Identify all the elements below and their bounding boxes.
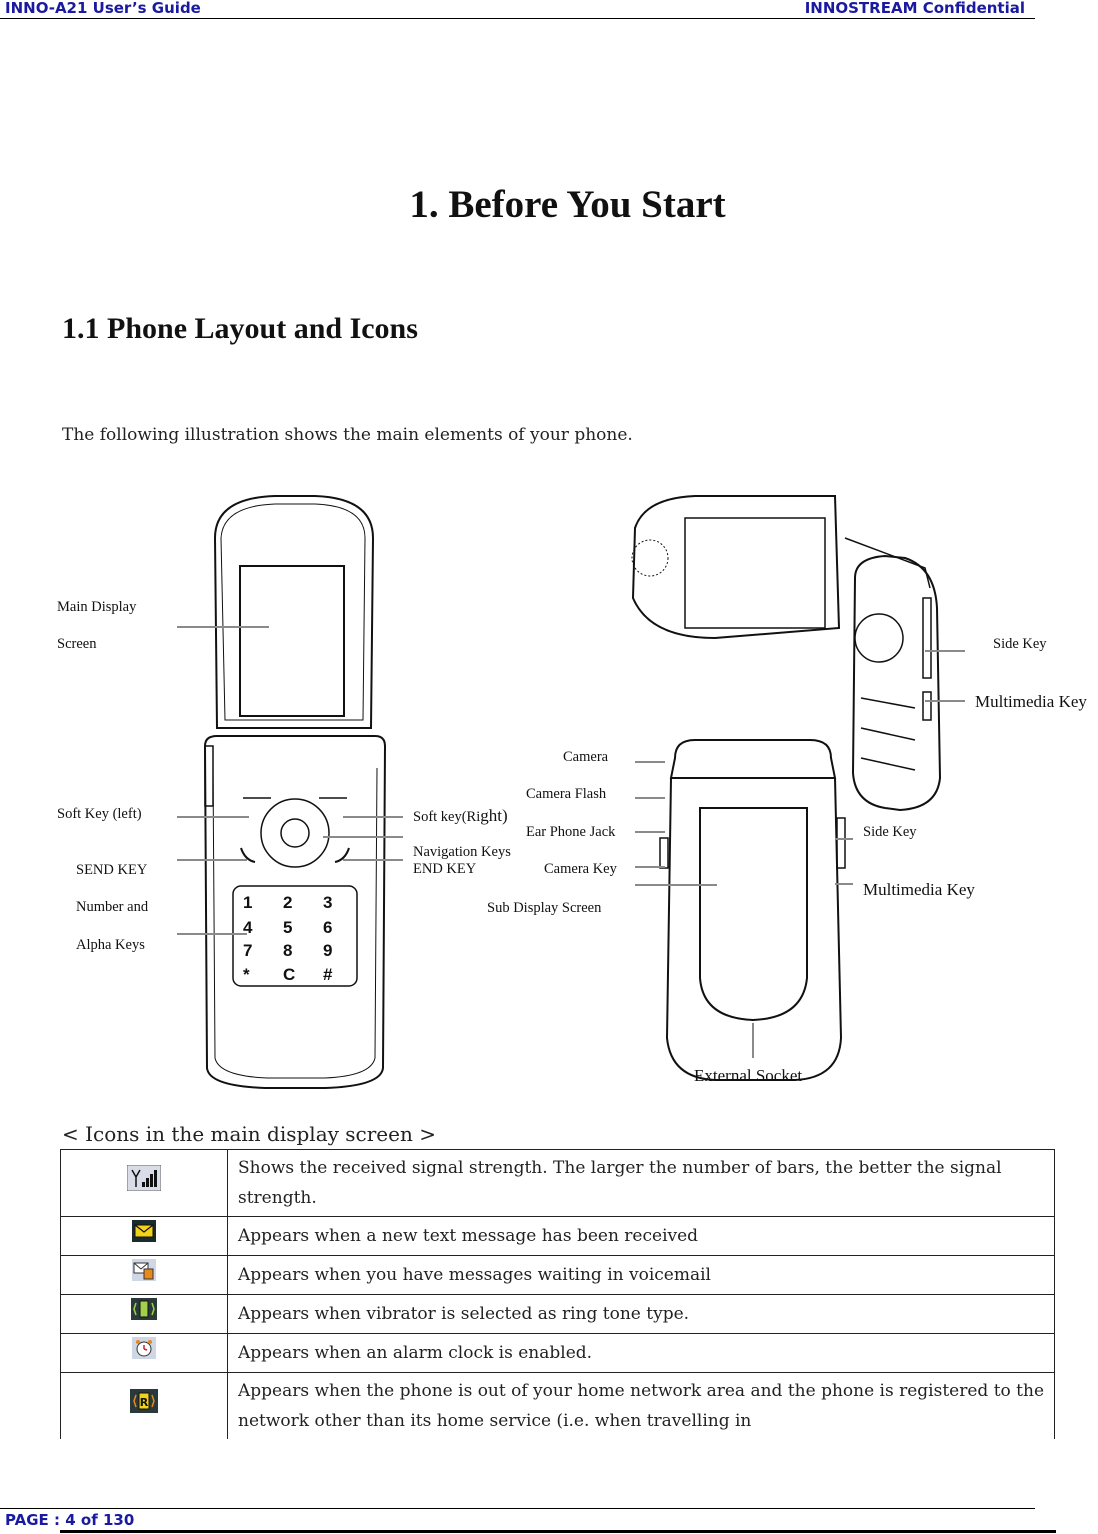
sub-display-screen: [699, 807, 808, 1022]
roaming-icon: R: [130, 1389, 158, 1413]
icons-table: Shows the received signal strength. The …: [60, 1149, 1055, 1439]
leader-line: [343, 859, 403, 861]
keypad-key: 4: [243, 918, 253, 937]
table-row: R Appears when the phone is out of your …: [60, 1372, 1055, 1439]
leader-line: [835, 883, 853, 885]
new-message-icon: [132, 1220, 156, 1242]
label-camera: Camera: [563, 749, 609, 765]
leader-line: [635, 866, 665, 868]
swivel-phone-body: [851, 554, 942, 812]
leader-line: [177, 816, 249, 818]
signal-strength-icon: [126, 1164, 162, 1192]
keypad-key: 7: [243, 941, 252, 960]
phone-drawings: 1 2 3 4 5 6 7 8 9 * C #: [203, 495, 942, 1089]
intro-text: The following illustration shows the mai…: [62, 425, 633, 445]
vibrate-icon: [131, 1298, 157, 1320]
label-multimedia-key-top: Multimedia Key: [975, 692, 1087, 711]
swivel-display: [684, 517, 826, 629]
table-row: Appears when you have messages waiting i…: [60, 1255, 1055, 1295]
chapter-title: 1. Before You Start: [409, 183, 726, 226]
label-ear-phone-jack: Ear Phone Jack: [526, 824, 616, 840]
label-soft-key-right: Soft key(Right): [413, 806, 508, 825]
phone-layout-figure: 1 2 3 4 5 6 7 8 9 * C #: [155, 478, 1040, 1093]
svg-text:R: R: [140, 1396, 149, 1409]
section-title: 1.1 Phone Layout and Icons: [62, 312, 418, 345]
leader-line: [177, 933, 247, 935]
label-external-socket: External Socket: [694, 1066, 803, 1085]
alarm-clock-icon: [132, 1337, 156, 1359]
page-header: INNO-A21 User’s Guide INNOSTREAM Confide…: [0, 0, 1035, 19]
keypad-key: *: [243, 965, 250, 984]
label-soft-key-left: Soft Key (left): [57, 806, 142, 822]
leader-line: [752, 1023, 754, 1058]
leader-line: [925, 700, 965, 702]
table-row: Appears when a new text message has been…: [60, 1216, 1055, 1256]
label-send-key: SEND KEY: [76, 862, 148, 878]
label-navigation-keys: Navigation Keys: [413, 844, 511, 860]
keypad-key: 9: [323, 941, 332, 960]
leader-line: [835, 838, 853, 840]
icon-description: Appears when vibrator is selected as rin…: [227, 1294, 1055, 1334]
table-row: Appears when vibrator is selected as rin…: [60, 1294, 1055, 1334]
icon-description: Appears when an alarm clock is enabled.: [227, 1333, 1055, 1373]
icon-description: Shows the received signal strength. The …: [227, 1149, 1055, 1217]
keypad-key: 8: [283, 941, 292, 960]
leader-line: [177, 626, 269, 628]
keypad-key: 2: [283, 893, 292, 912]
label-sub-display: Sub Display Screen: [487, 900, 602, 916]
label-main-display-screen: Screen: [57, 636, 97, 652]
keypad-key: 5: [283, 918, 292, 937]
label-camera-key: Camera Key: [544, 861, 617, 877]
leader-line: [635, 797, 665, 799]
table-row: Shows the received signal strength. The …: [60, 1149, 1055, 1217]
keypad-key: C: [283, 965, 295, 984]
leader-line: [635, 884, 717, 886]
voicemail-icon: [132, 1259, 156, 1281]
footer-rule-thick: [60, 1530, 1056, 1533]
main-display-screen: [239, 565, 345, 717]
open-phone-base: [203, 735, 387, 1089]
keypad-key: 1: [243, 893, 252, 912]
label-multimedia-key: Multimedia Key: [863, 880, 975, 899]
footer-rule: [0, 1508, 1035, 1509]
label-number-keys: Number and: [76, 899, 149, 915]
keypad-key: 6: [323, 918, 332, 937]
leader-line: [635, 761, 665, 763]
label-side-key: Side Key: [863, 824, 917, 840]
label-end-key: END KEY: [413, 861, 477, 877]
label-alpha-keys: Alpha Keys: [76, 937, 145, 953]
keypad: [232, 885, 358, 987]
header-doc-title: INNO-A21 User’s Guide: [5, 0, 201, 17]
closed-phone-body: [665, 777, 843, 1081]
page-number: PAGE : 4 of 130: [5, 1511, 135, 1529]
swivel-screen-lid: [631, 495, 841, 640]
header-confidential: INNOSTREAM Confidential: [804, 0, 1025, 17]
keypad-key: 3: [323, 893, 332, 912]
open-phone-lid: [213, 495, 375, 729]
label-camera-flash: Camera Flash: [526, 786, 607, 802]
icon-description: Appears when you have messages waiting i…: [227, 1255, 1055, 1295]
closed-phone-hinge: [669, 739, 837, 779]
table-row: Appears when an alarm clock is enabled.: [60, 1333, 1055, 1373]
navigation-keys: [260, 798, 330, 868]
keypad-key: #: [323, 965, 333, 984]
label-main-display: Main Display: [57, 599, 137, 615]
leader-line: [177, 859, 247, 861]
label-side-key-top: Side Key: [993, 636, 1047, 652]
icons-caption: < Icons in the main display screen >: [62, 1122, 436, 1146]
icon-description: Appears when a new text message has been…: [227, 1216, 1055, 1256]
leader-line: [343, 816, 403, 818]
leader-line: [925, 650, 965, 652]
leader-line: [323, 836, 403, 838]
icon-description: Appears when the phone is out of your ho…: [227, 1372, 1055, 1439]
leader-line: [635, 831, 665, 833]
